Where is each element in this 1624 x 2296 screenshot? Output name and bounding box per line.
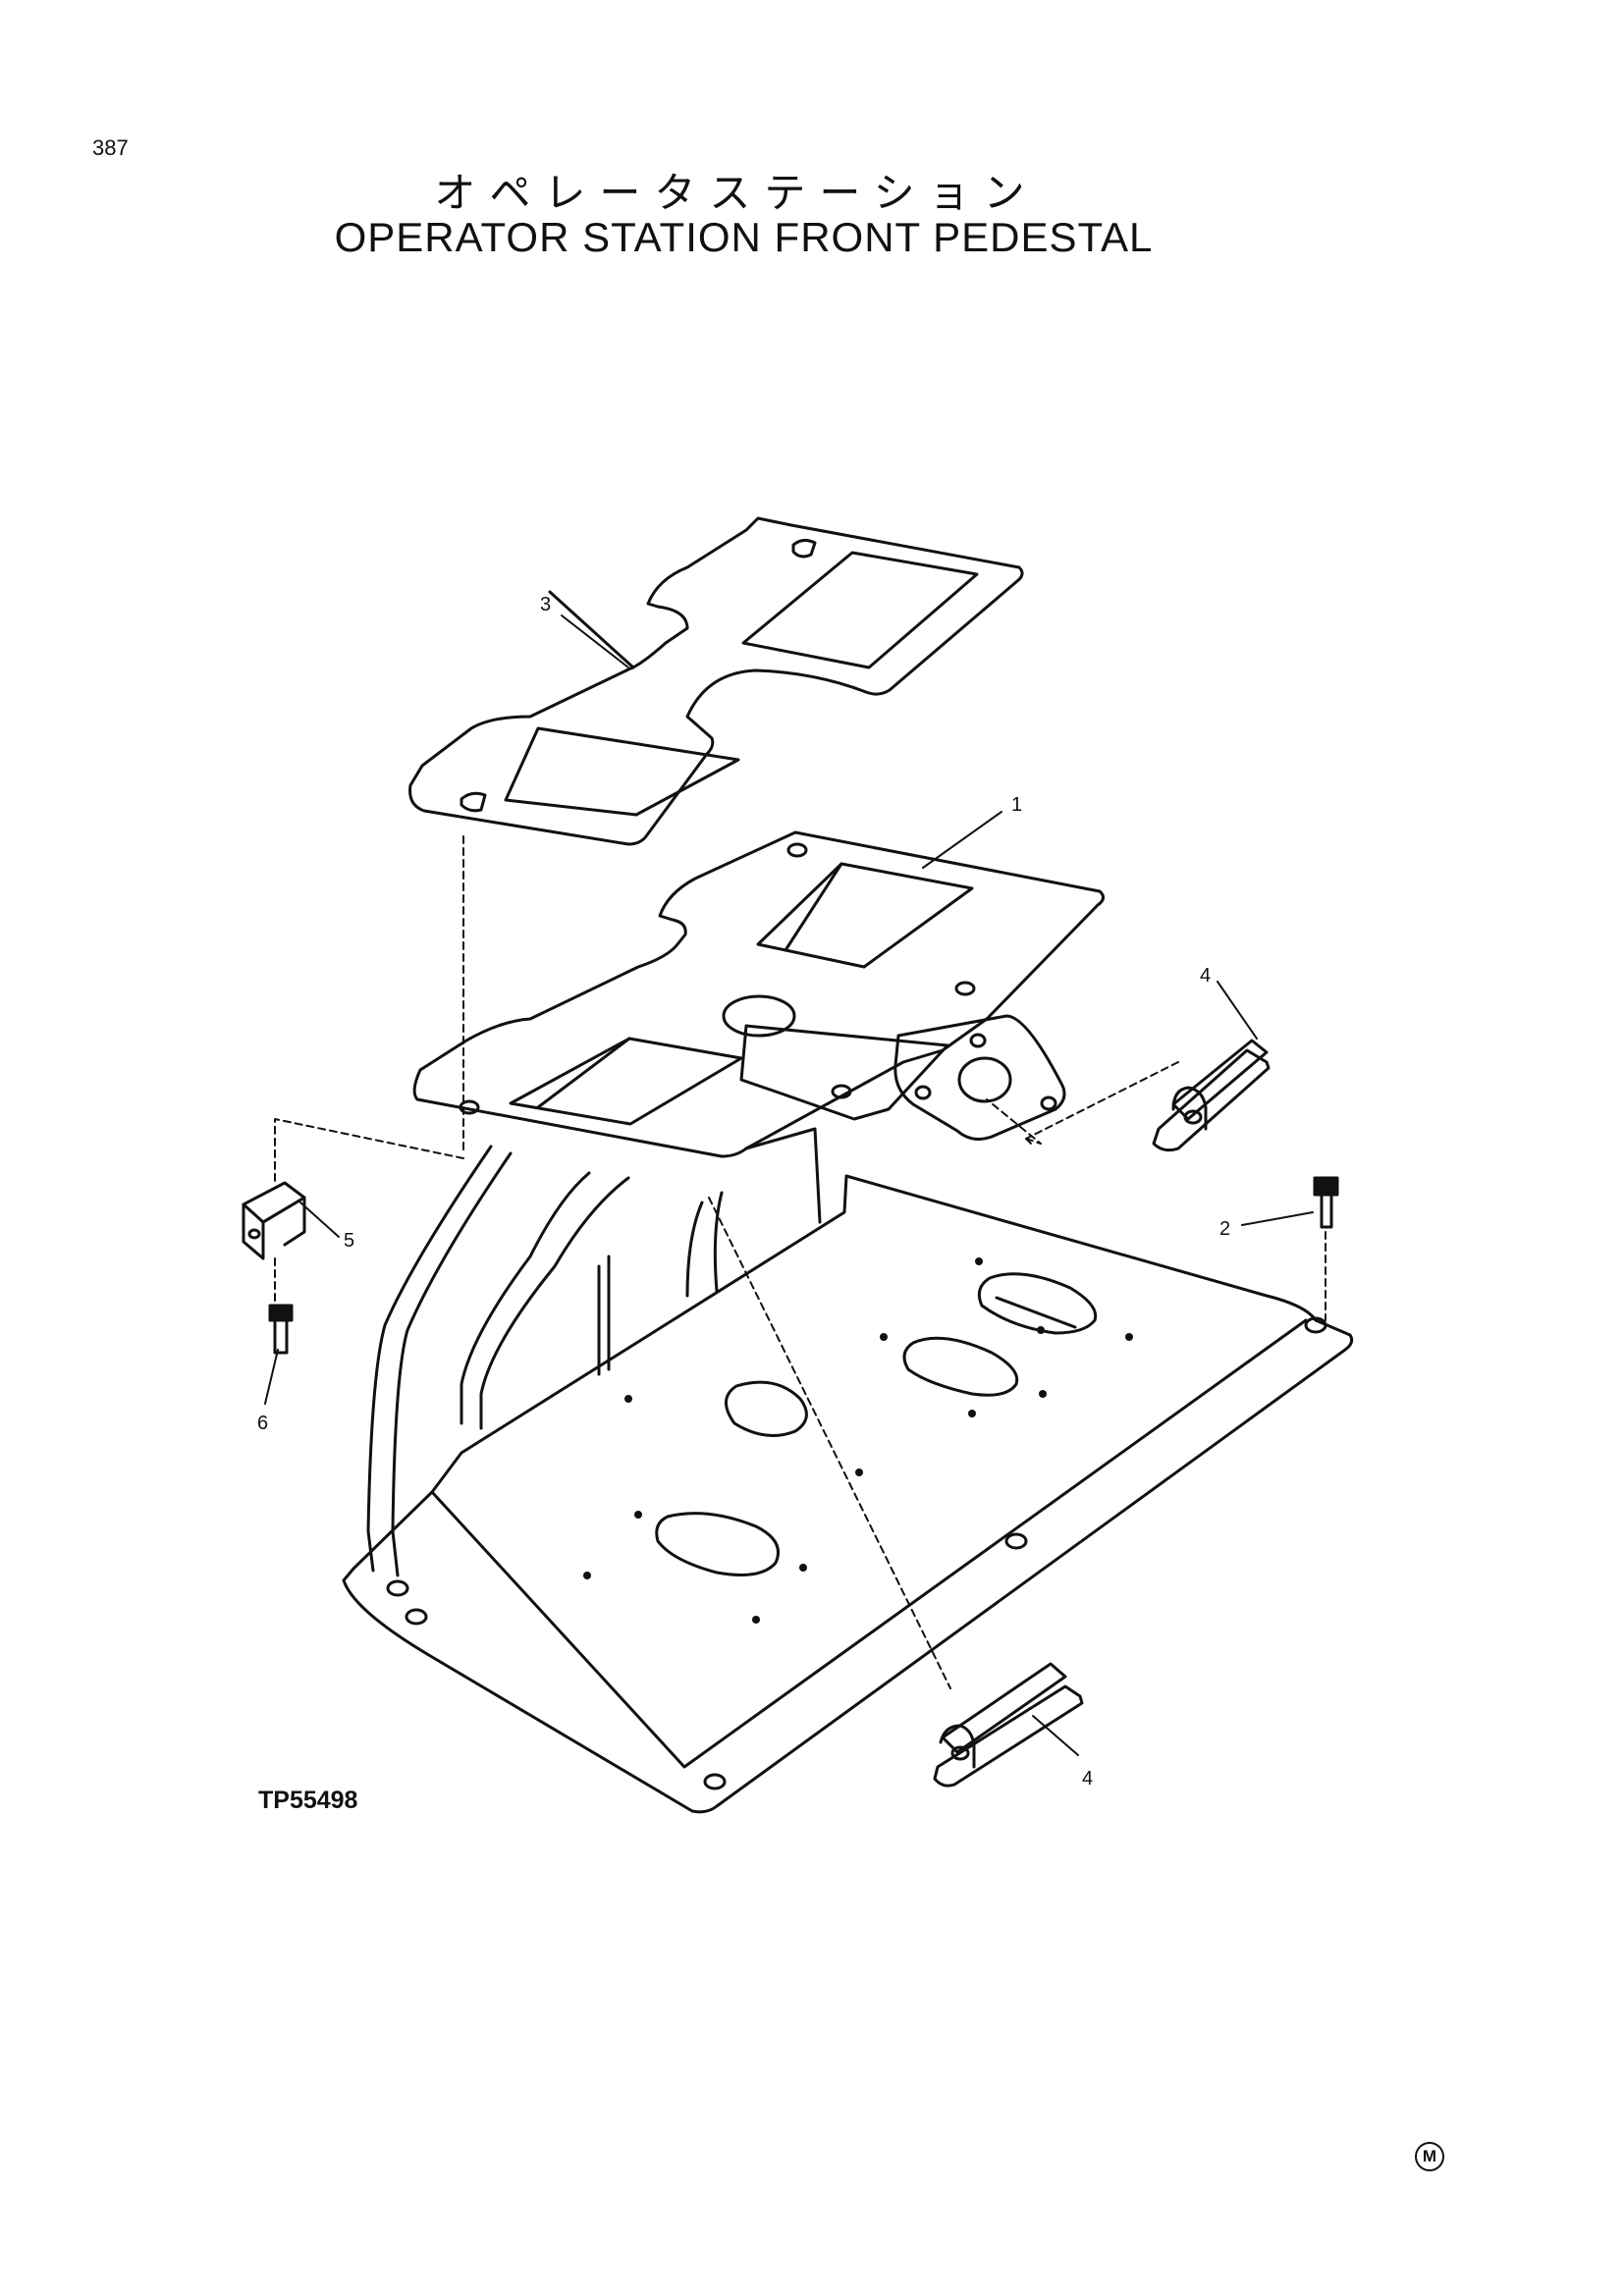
page-title-japanese: オペレータステーション (434, 169, 1039, 217)
page-title: OPERATOR STATION FRONT PEDESTAL (334, 214, 1154, 260)
assembly-lines (274, 835, 1326, 1689)
part-2-bolt (1313, 1176, 1339, 1229)
callout-2: 2 (1219, 1218, 1230, 1240)
part-4-mount-block-upper (1152, 1039, 1271, 1152)
callout-3: 3 (540, 594, 551, 615)
part-6-bolt (268, 1304, 294, 1355)
callout-5: 5 (344, 1230, 354, 1252)
part-1-front-pedestal (342, 830, 1354, 1814)
drawing-code: TP55498 (258, 1787, 358, 1814)
callout-4-lower: 4 (1082, 1768, 1093, 1789)
part-3-floor-mat (408, 516, 1024, 846)
callout-1: 1 (1011, 794, 1022, 816)
callout-6: 6 (257, 1413, 268, 1434)
corner-mark: M (1415, 2142, 1444, 2171)
part-4-mount-block-lower (933, 1662, 1084, 1788)
part-5-angle-bracket (242, 1181, 306, 1260)
callout-4-upper: 4 (1200, 965, 1211, 987)
base-mounting-holes (583, 1257, 1133, 1624)
leader-lines (264, 614, 1314, 1756)
page-number: 387 (92, 135, 129, 160)
